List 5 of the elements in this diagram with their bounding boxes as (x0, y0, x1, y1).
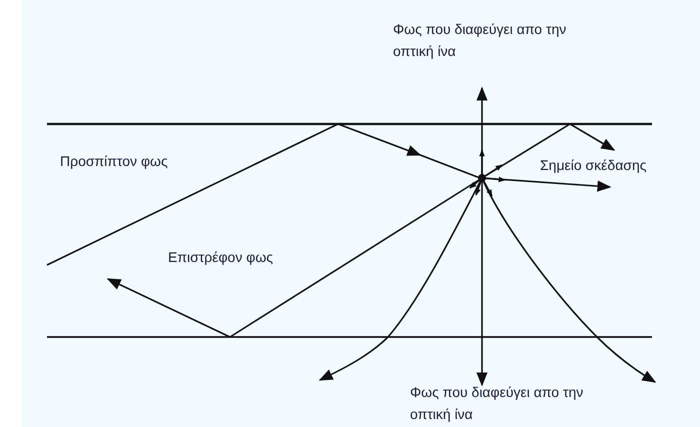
scattering-point-label: Σημείο σκέδασης (540, 156, 648, 175)
escaped-light-label: Φως που διαφεύγει απο την οπτική ίνα (410, 383, 584, 424)
escaped-light-label: Φως που διαφεύγει απο την οπτική ίνα (393, 20, 568, 61)
incident-light-label: Προσπίπτον φως (60, 152, 169, 171)
returned-light-label: Επιστρέφον φως (168, 248, 274, 267)
